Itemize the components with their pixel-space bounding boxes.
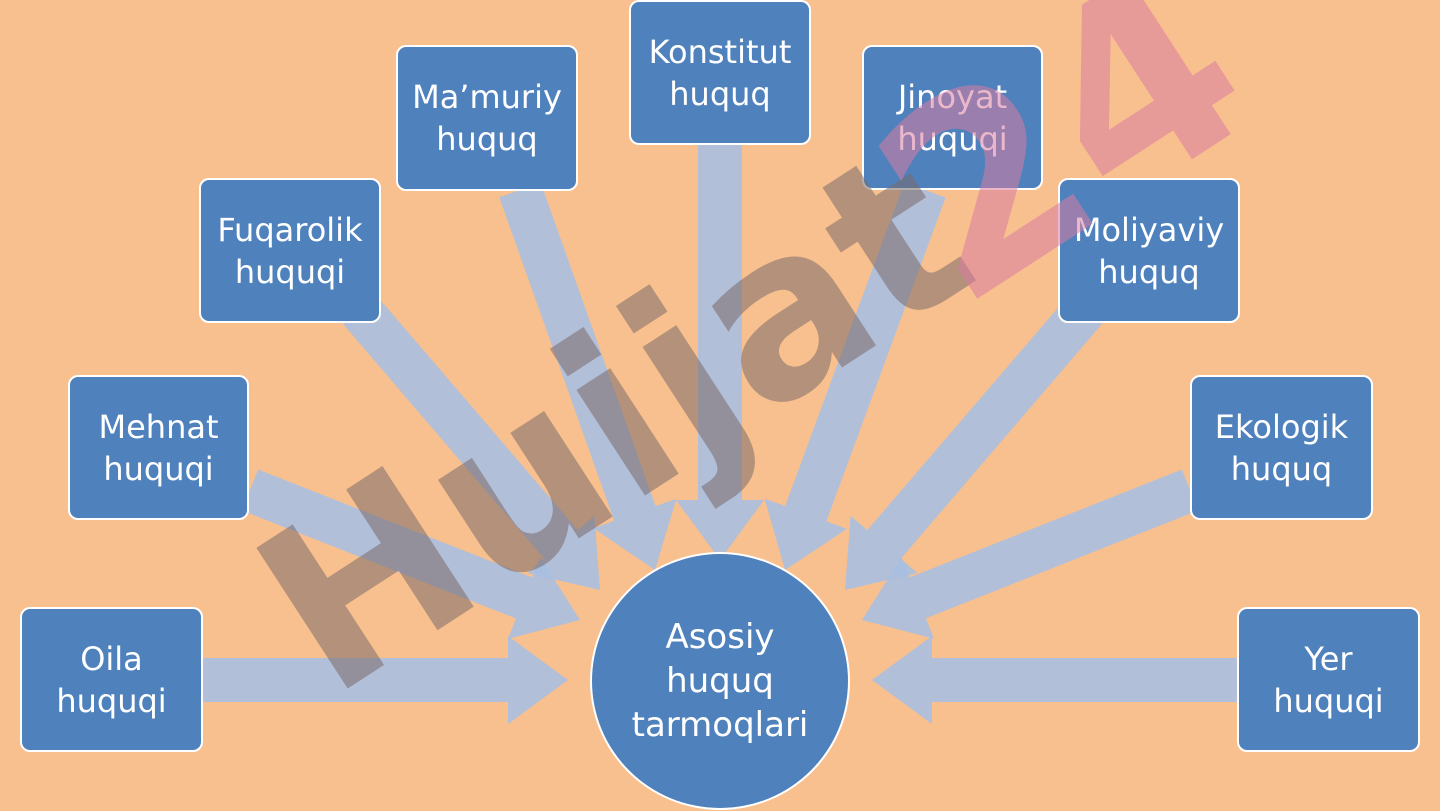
node-jinoyat-huquqi: Jinoyat huquqi — [862, 45, 1043, 190]
node-mehnat-huquqi: Mehnat huquqi — [68, 375, 249, 520]
node-moliyaviy-huquq: Moliyaviy huquq — [1058, 178, 1240, 323]
node-oila-label: Oila huquqi — [56, 639, 167, 720]
node-fuqarolik-label: Fuqarolik huquqi — [217, 210, 363, 291]
node-mamuriy-label: Ma’muriy huquq — [412, 78, 562, 158]
arrow-konstitut-to-center — [676, 145, 764, 560]
center-node-asosiy-huquq-tarmoqlari: Asosiy huquq tarmoqlari — [590, 552, 850, 810]
node-konstitut-huquq: Konstitut huquq — [629, 0, 811, 145]
arrow-mehnat-to-center — [241, 469, 580, 639]
center-node-label: Asosiy huquq tarmoqlari — [631, 617, 809, 745]
node-ekologik-label: Ekologik huquq — [1214, 407, 1349, 488]
node-yer-label: Yer huquqi — [1273, 639, 1384, 720]
node-mamuriy-huquq: Ma’muriy huquq — [396, 45, 578, 191]
node-moliyaviy-label: Moliyaviy huquq — [1073, 210, 1225, 291]
node-ekologik-huquq: Ekologik huquq — [1190, 375, 1373, 520]
node-fuqarolik-huquqi: Fuqarolik huquqi — [199, 178, 381, 323]
arrow-fuqarolik-to-center — [343, 295, 600, 590]
node-jinoyat-label: Jinoyat huquqi — [897, 77, 1008, 158]
arrow-jinoyat-to-center — [764, 182, 946, 570]
arrow-mamuriy-to-center — [499, 182, 677, 570]
node-konstitut-label: Konstitut huquq — [648, 32, 792, 113]
arrow-yer-to-center — [872, 636, 1237, 724]
node-mehnat-label: Mehnat huquqi — [98, 407, 219, 488]
node-yer-huquqi: Yer huquqi — [1237, 607, 1420, 752]
arrow-moliyaviy-to-center — [845, 295, 1102, 590]
arrow-oila-to-center — [203, 636, 568, 724]
arrow-ekologik-to-center — [862, 469, 1199, 639]
node-oila-huquqi: Oila huquqi — [20, 607, 203, 752]
